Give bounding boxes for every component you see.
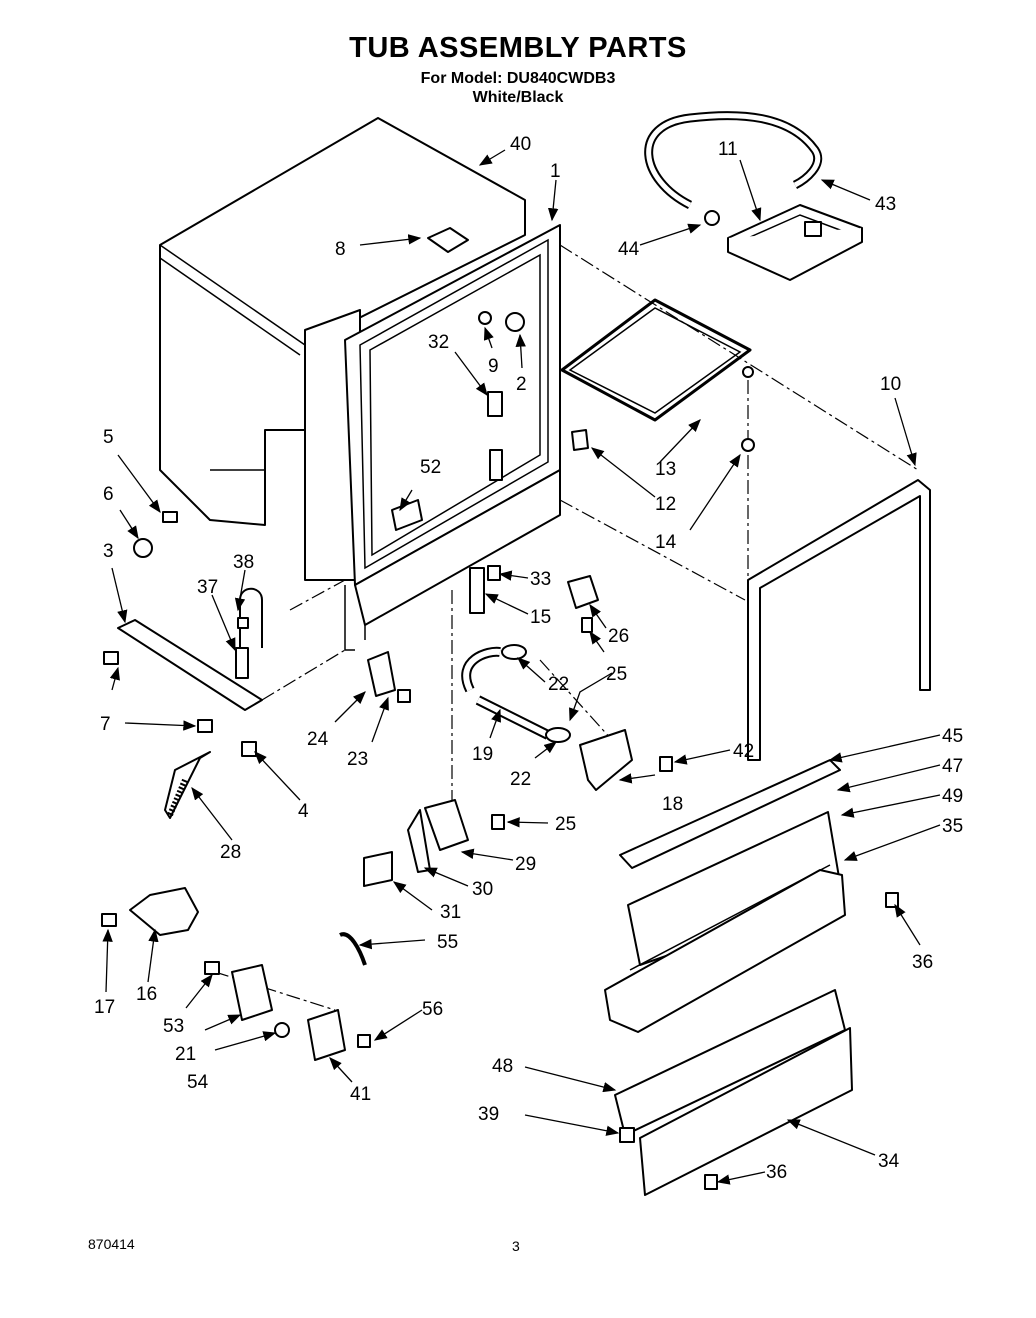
callout-9: 9 bbox=[488, 356, 499, 377]
document-code: 870414 bbox=[88, 1236, 135, 1252]
side-rail bbox=[747, 479, 931, 761]
callout-37: 37 bbox=[197, 577, 218, 598]
callout-18: 18 bbox=[662, 794, 683, 815]
tub-hardware bbox=[391, 227, 755, 531]
callout-30: 30 bbox=[472, 879, 493, 900]
callout-54: 54 bbox=[187, 1072, 209, 1093]
callout-labels: 40 1 8 11 43 44 32 9 2 10 13 12 14 5 6 3… bbox=[94, 134, 963, 1183]
callout-31: 31 bbox=[440, 902, 461, 923]
color-line: White/Black bbox=[472, 89, 564, 106]
callout-13: 13 bbox=[655, 459, 676, 480]
callout-32: 32 bbox=[428, 332, 449, 353]
callout-53: 53 bbox=[163, 1016, 184, 1037]
page-title: TUB ASSEMBLY PARTS bbox=[349, 32, 687, 64]
callout-39: 39 bbox=[478, 1104, 499, 1125]
callout-6: 6 bbox=[103, 484, 114, 505]
callout-24: 24 bbox=[307, 729, 329, 750]
tub-front-frame bbox=[344, 224, 561, 651]
callout-41: 41 bbox=[350, 1084, 371, 1105]
callout-10: 10 bbox=[880, 374, 901, 395]
callout-40: 40 bbox=[510, 134, 531, 155]
callout-25b: 25 bbox=[555, 814, 576, 835]
callout-36b: 36 bbox=[766, 1162, 787, 1183]
callout-4: 4 bbox=[298, 801, 309, 822]
hose-clamp bbox=[704, 210, 720, 226]
callout-23: 23 bbox=[347, 749, 368, 770]
callout-12: 12 bbox=[655, 494, 676, 515]
callout-49: 49 bbox=[942, 786, 963, 807]
callout-11: 11 bbox=[718, 139, 738, 160]
callout-25a: 25 bbox=[606, 664, 627, 685]
callout-7a: 7 bbox=[100, 714, 111, 735]
middle-components bbox=[363, 565, 673, 887]
callout-21: 21 bbox=[175, 1044, 196, 1065]
callout-38: 38 bbox=[233, 552, 254, 573]
callout-35: 35 bbox=[942, 816, 963, 837]
callout-22a: 22 bbox=[548, 674, 569, 695]
callout-2: 2 bbox=[516, 374, 527, 395]
callout-17: 17 bbox=[94, 997, 115, 1018]
callout-48: 48 bbox=[492, 1056, 513, 1077]
leader-arrows bbox=[102, 149, 941, 1185]
callout-26: 26 bbox=[608, 626, 629, 647]
fill-hose bbox=[644, 111, 822, 210]
callout-52: 52 bbox=[420, 457, 441, 478]
lower-left-components bbox=[101, 887, 371, 1061]
callout-36a: 36 bbox=[912, 952, 933, 973]
page-number: 3 bbox=[512, 1238, 520, 1254]
callout-16: 16 bbox=[136, 984, 157, 1005]
control-panel-stack bbox=[604, 759, 899, 1196]
callout-33: 33 bbox=[530, 569, 551, 590]
callout-28: 28 bbox=[220, 842, 241, 863]
callout-3: 3 bbox=[103, 541, 114, 562]
heater-loop bbox=[560, 298, 752, 422]
callout-34: 34 bbox=[878, 1151, 900, 1172]
callout-29: 29 bbox=[515, 854, 536, 875]
fill-funnel bbox=[727, 204, 863, 281]
callout-45: 45 bbox=[942, 726, 963, 747]
callout-42: 42 bbox=[733, 741, 754, 762]
left-hardware bbox=[103, 511, 263, 819]
callout-14: 14 bbox=[655, 532, 677, 553]
callout-1: 1 bbox=[550, 161, 561, 182]
callout-15: 15 bbox=[530, 607, 551, 628]
callout-56: 56 bbox=[422, 999, 443, 1020]
callout-19: 19 bbox=[472, 744, 493, 765]
callout-5: 5 bbox=[103, 427, 114, 448]
callout-47: 47 bbox=[942, 756, 963, 777]
callout-22b: 22 bbox=[510, 769, 531, 790]
callout-55: 55 bbox=[437, 932, 458, 953]
heater-loop-inner bbox=[568, 307, 742, 414]
callout-43: 43 bbox=[875, 194, 896, 215]
callout-8: 8 bbox=[335, 239, 346, 260]
callout-44: 44 bbox=[618, 239, 640, 260]
model-line: For Model: DU840CWDB3 bbox=[420, 70, 616, 87]
